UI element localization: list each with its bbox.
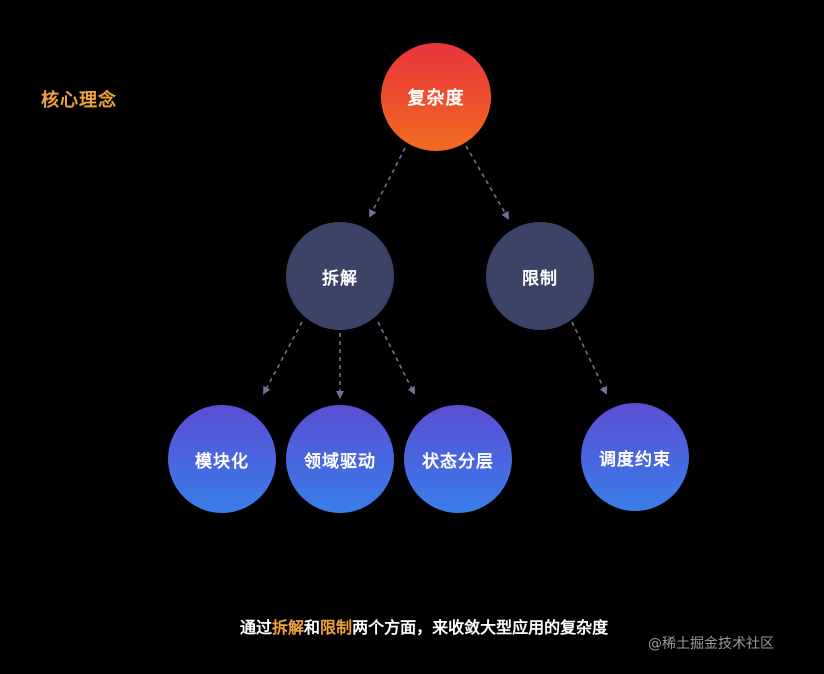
node-complexity: 复杂度 [381, 43, 491, 151]
node-decompose: 拆解 [286, 222, 394, 330]
edge-root-to-limit [465, 145, 510, 220]
summary-highlight-decompose: 拆解 [272, 618, 305, 637]
node-modularization: 模块化 [168, 405, 276, 513]
node-scheduling-constraint-label: 调度约束 [599, 449, 671, 470]
watermark-text: @稀土掘金技术社区 [648, 636, 774, 652]
node-restrict-label: 限制 [522, 268, 558, 289]
node-scheduling-constraint: 调度约束 [581, 403, 689, 511]
summary-caption: 通过拆解和限制两个方面，来收敛大型应用的复杂度 [240, 614, 608, 638]
node-restrict: 限制 [486, 222, 594, 330]
summary-highlight-restrict: 限制 [320, 618, 353, 637]
edge-limit-to-schedule [571, 321, 608, 395]
node-domain-driven: 领域驱动 [286, 405, 394, 513]
node-modularization-label: 模块化 [195, 451, 249, 472]
edge-split-to-modular [263, 321, 303, 395]
node-state-layering: 状态分层 [404, 405, 512, 513]
summary-prefix: 通过 [240, 618, 273, 637]
edge-split-to-state [377, 321, 415, 395]
node-state-layering-label: 状态分层 [422, 451, 494, 472]
node-domain-driven-label: 领域驱动 [304, 451, 376, 472]
edge-root-to-split [369, 147, 406, 218]
summary-suffix: 两个方面，来收敛大型应用的复杂度 [352, 618, 609, 637]
core-concept-label: 核心理念 [41, 90, 117, 111]
node-complexity-label: 复杂度 [407, 88, 465, 109]
summary-middle: 和 [304, 618, 321, 637]
node-decompose-label: 拆解 [322, 268, 358, 289]
